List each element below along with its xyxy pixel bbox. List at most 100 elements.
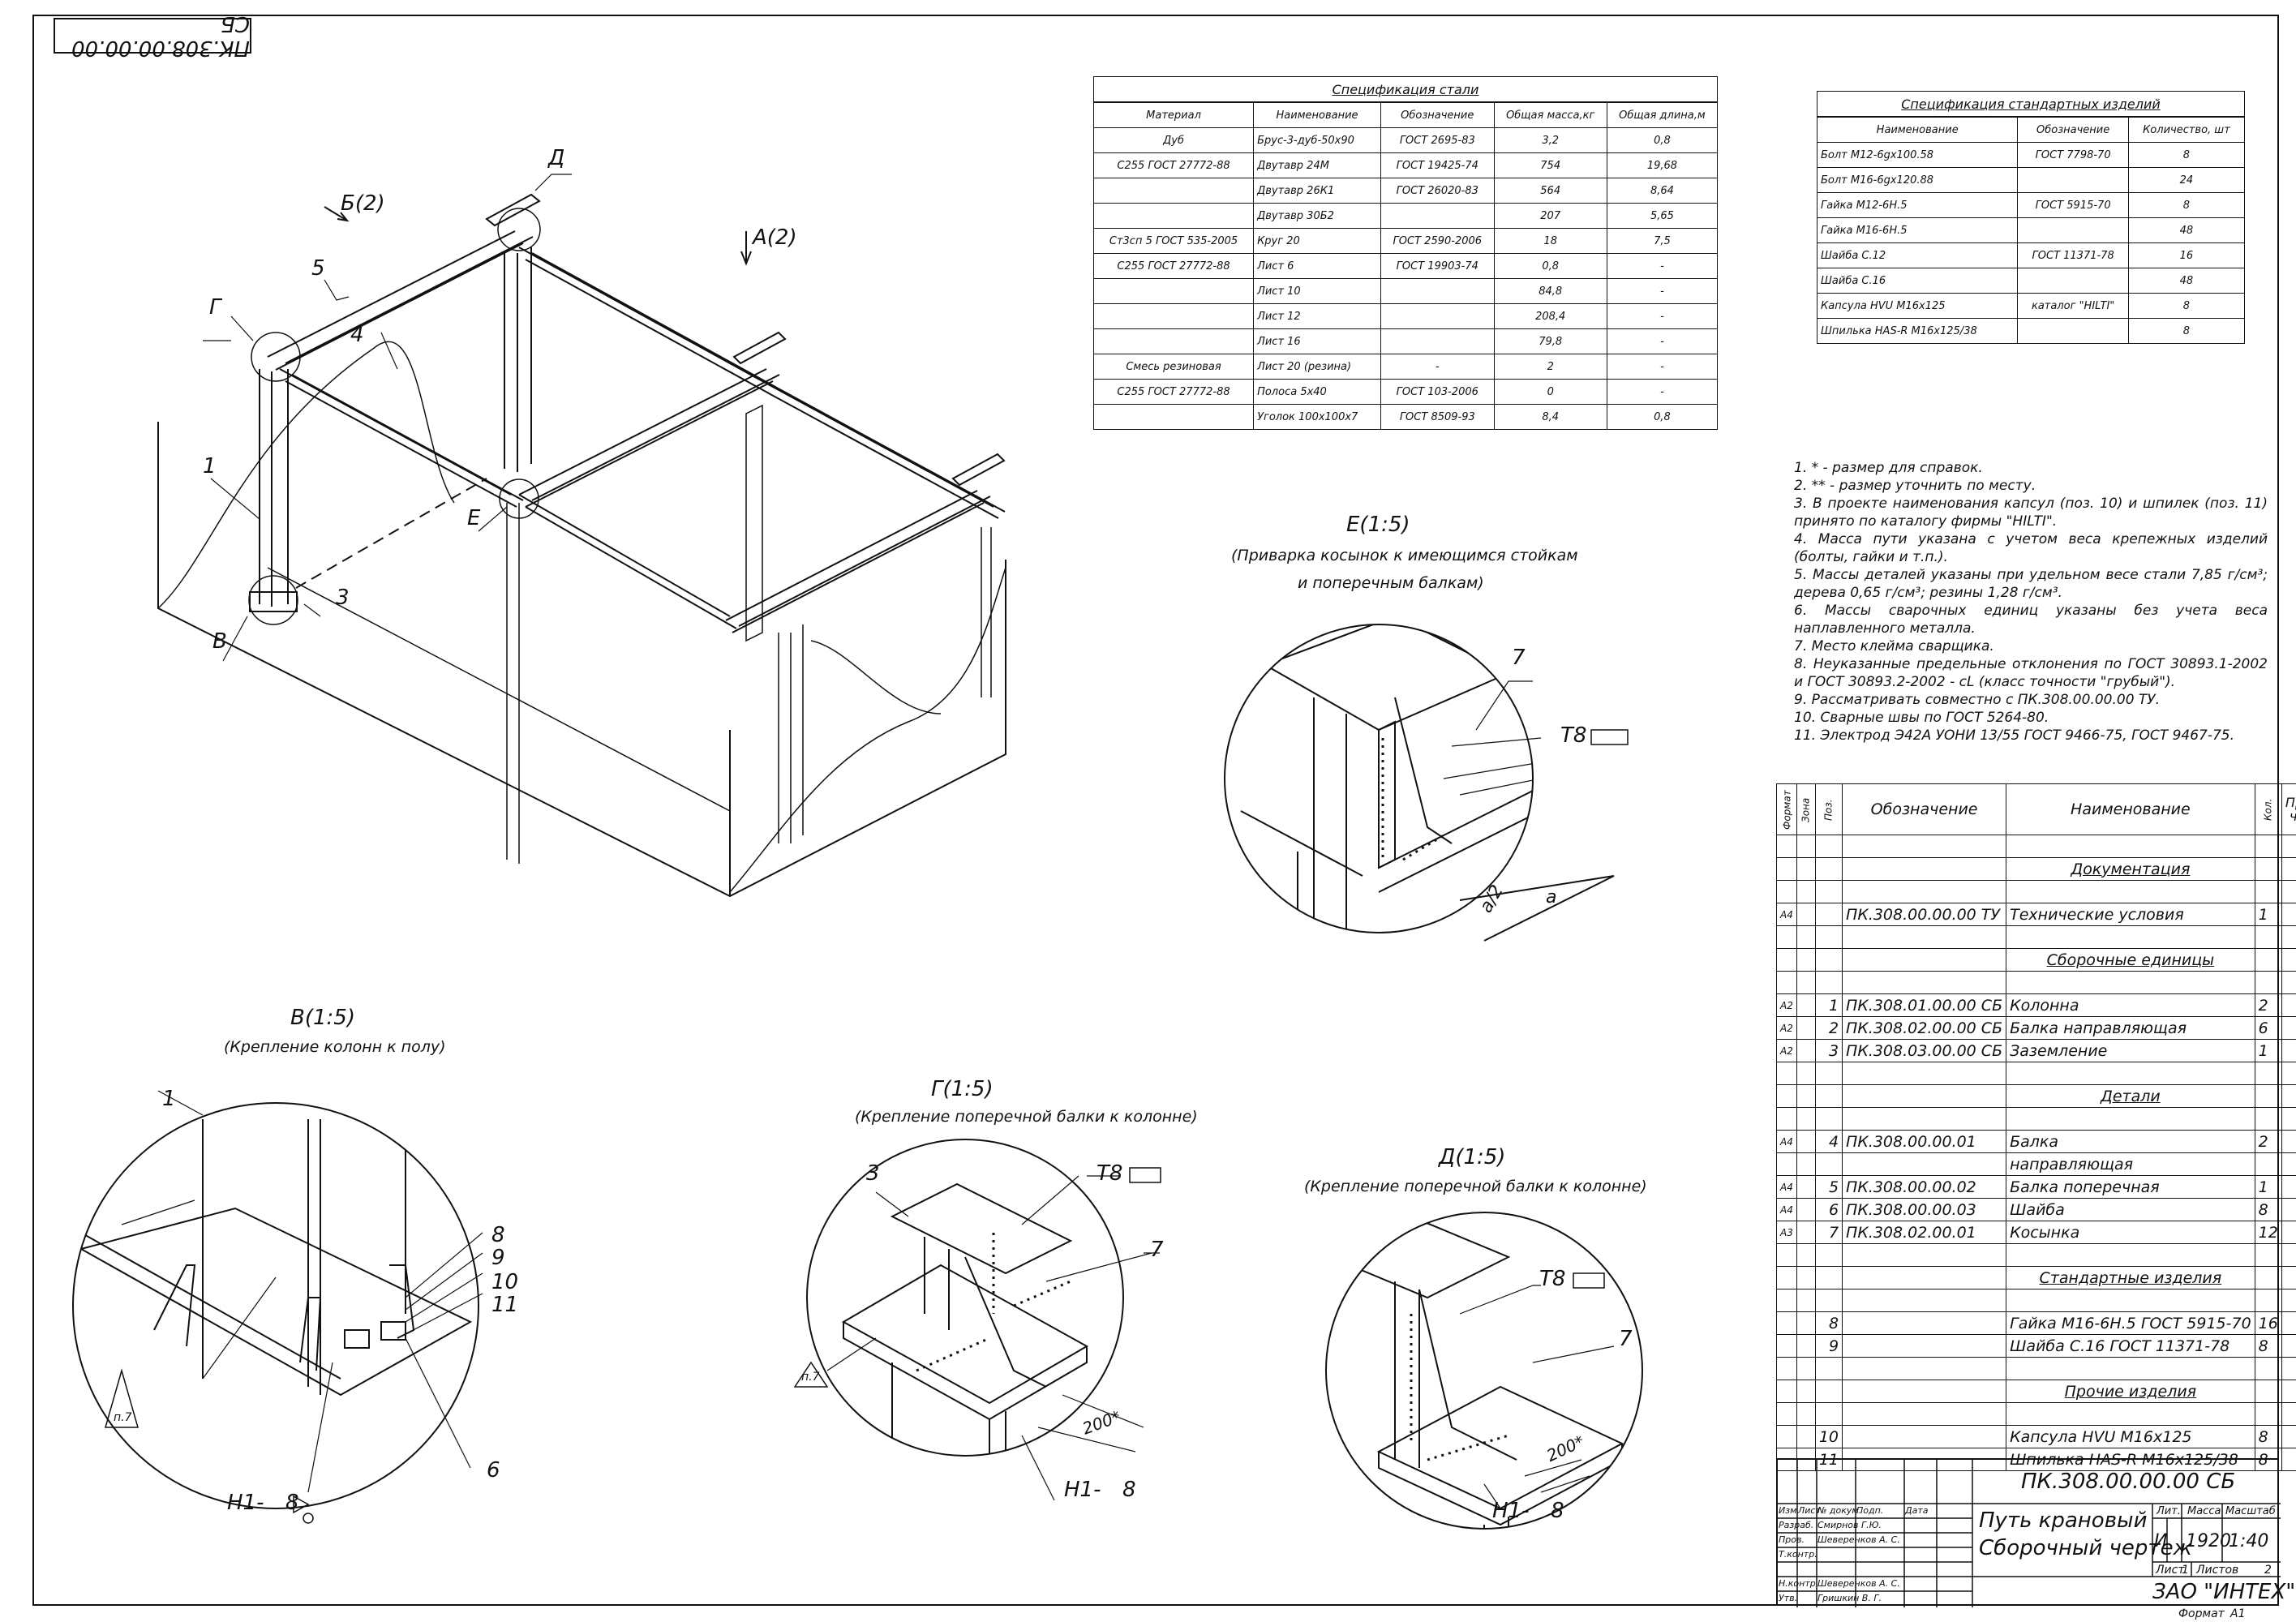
tb-head-col: № докум. — [1817, 1505, 1862, 1516]
label-D-weld8: 8 — [1551, 1499, 1564, 1523]
label-V-pos-6: 6 — [487, 1458, 500, 1483]
col-note: Приме-чание — [2281, 783, 2296, 835]
std-spec-cell: Гайка М12-6Н.5 — [1816, 192, 2019, 218]
main-isometric-view — [157, 174, 1006, 898]
parts-designation — [1842, 880, 2007, 903]
note-item: 5. Массы деталей указаны при удельном ве… — [1794, 567, 2268, 601]
steel-spec-cell: Лист 20 (резина) — [1253, 354, 1382, 380]
tb-sheets-l: Листов — [2196, 1564, 2239, 1577]
parts-qty: 1 — [2254, 903, 2282, 926]
parts-pos — [1814, 1266, 1843, 1289]
parts-format — [1776, 1425, 1797, 1448]
tb-lit: И — [2154, 1531, 2168, 1551]
steel-spec-cell: 208,4 — [1493, 303, 1607, 329]
parts-zone — [1796, 971, 1816, 994]
label-G-p7: п.7 — [801, 1371, 820, 1384]
parts-designation — [1842, 925, 2007, 949]
label-pos-3: 3 — [336, 586, 350, 610]
parts-name: Стандартные изделия — [2006, 1266, 2255, 1289]
parts-qty: 6 — [2254, 1016, 2282, 1040]
steel-spec-cell: ГОСТ 103-2006 — [1380, 379, 1495, 405]
parts-format: А4 — [1776, 1175, 1797, 1199]
parts-designation — [1842, 1062, 2007, 1085]
label-V-p7: п.7 — [114, 1411, 132, 1424]
parts-designation: ПК.308.01.00.00 СБ — [1842, 993, 2007, 1017]
parts-pos — [1814, 1357, 1843, 1380]
parts-row — [1776, 1289, 2296, 1312]
label-A2: А(2) — [753, 225, 797, 250]
detail-circle-D — [497, 208, 541, 251]
steel-spec-cell — [1092, 328, 1255, 354]
steel-spec-cell: 754 — [1493, 152, 1607, 178]
parts-qty — [2254, 857, 2282, 881]
steel-spec-cell — [1380, 303, 1495, 329]
parts-designation: ПК.308.00.00.00 ТУ — [1842, 903, 2007, 926]
parts-format: А4 — [1776, 903, 1797, 926]
parts-pos — [1814, 835, 1843, 858]
view-G-subtitle: (Крепление поперечной балки к колонне) — [855, 1108, 1198, 1126]
steel-spec-cell: 0,8 — [1493, 253, 1607, 279]
parts-qty — [2254, 1152, 2282, 1176]
beam-cross-2 — [518, 247, 776, 394]
label-V-pos-10: 10 — [491, 1270, 519, 1294]
note-item: 4. Масса пути указана с учетом веса креп… — [1794, 531, 2268, 565]
parts-designation: ПК.308.00.00.01 — [1842, 1130, 2007, 1153]
tb-scale: 1:40 — [2229, 1531, 2269, 1551]
parts-pos: 5 — [1814, 1175, 1843, 1199]
note-item: 9. Рассматривать совместно с ПК.308.00.0… — [1794, 692, 2161, 708]
parts-format — [1776, 880, 1797, 903]
parts-format — [1776, 925, 1797, 949]
tb-mass: 1920 — [2186, 1531, 2231, 1551]
tb-head-col: Лист — [1798, 1505, 1821, 1516]
parts-format — [1776, 1107, 1797, 1131]
parts-row — [1776, 1107, 2296, 1131]
steel-spec-header: Наименование — [1253, 101, 1382, 128]
columns-existing — [506, 503, 992, 864]
parts-zone — [1796, 1402, 1816, 1426]
parts-name: Технические условия — [2006, 903, 2255, 926]
steel-spec-cell: - — [1606, 303, 1719, 329]
parts-designation — [1842, 835, 2007, 858]
note-item: 8. Неуказанные предельные отклонения по … — [1794, 656, 2268, 690]
steel-spec-cell: Брус-3-дуб-50х90 — [1253, 127, 1382, 153]
parts-pos — [1814, 1243, 1843, 1267]
steel-spec-cell: Круг 20 — [1253, 228, 1382, 254]
note-item: 3. В проекте наименования капсул (поз. 1… — [1794, 496, 2268, 530]
parts-zone — [1796, 1107, 1816, 1131]
parts-qty: 16 — [2254, 1311, 2282, 1335]
detail-D-view — [1325, 1212, 1643, 1530]
tb-role-name: Гришкин В. Г. — [1817, 1593, 1882, 1603]
parts-name: Косынка — [2006, 1221, 2255, 1244]
label-G-pos-3: 3 — [866, 1161, 880, 1186]
parts-designation: ПК.308.00.00.02 — [1842, 1175, 2007, 1199]
parts-pos: 2 — [1814, 1016, 1843, 1040]
steel-spec-cell — [1380, 203, 1495, 229]
parts-pos — [1814, 903, 1843, 926]
title-block-grid — [1778, 1460, 2281, 1607]
steel-spec-cell: 7,5 — [1606, 228, 1719, 254]
parts-pos — [1814, 1062, 1843, 1085]
label-G: Г — [209, 295, 221, 320]
parts-designation — [1842, 1266, 2007, 1289]
label-pos-5: 5 — [311, 256, 325, 281]
parts-pos — [1814, 971, 1843, 994]
parts-row — [1776, 1062, 2296, 1085]
parts-qty — [2254, 1357, 2282, 1380]
parts-pos — [1814, 925, 1843, 949]
parts-format — [1776, 1152, 1797, 1176]
steel-spec-cell: ГОСТ 19425-74 — [1380, 152, 1495, 178]
parts-qty: 8 — [2254, 1425, 2282, 1448]
title-block: ПК.308.00.00.00 СБ Путь крановый Сборочн… — [1776, 1458, 2295, 1607]
steel-spec-cell: - — [1606, 328, 1719, 354]
steel-spec-header: Общая длина,м — [1606, 101, 1719, 128]
